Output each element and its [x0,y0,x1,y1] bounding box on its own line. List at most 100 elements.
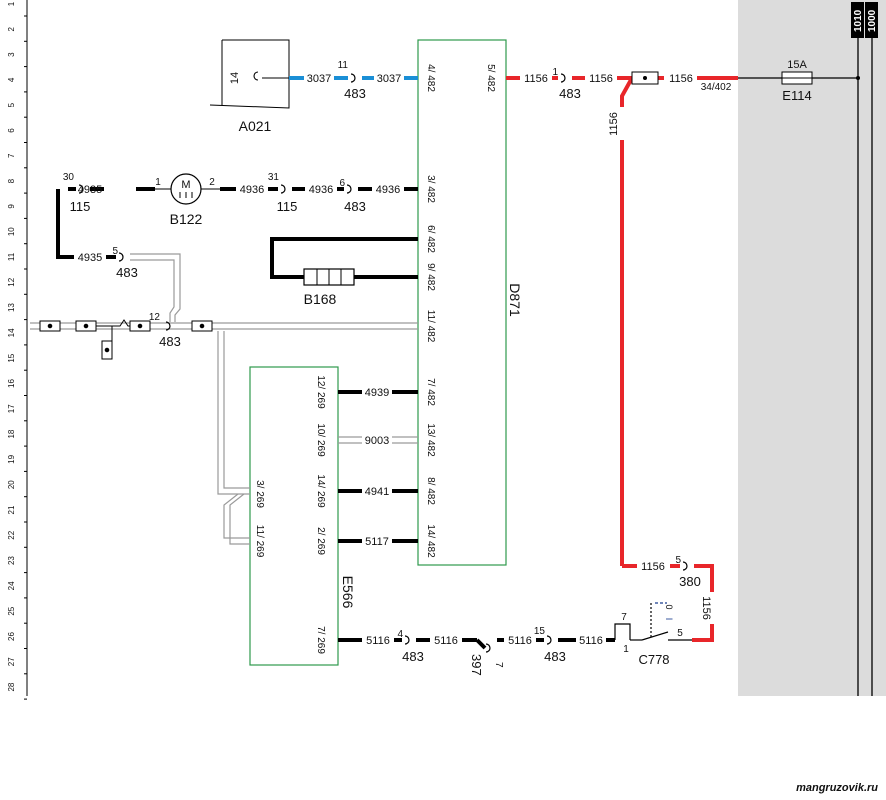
component-box-d871 [417,39,507,566]
wire-number-3037: 3037 [377,73,401,85]
e566-pin-label: 14/ 269 [315,474,326,508]
switch-pin-7: 7 [621,612,627,623]
row-number: 3 [7,52,16,57]
connector-pin: 4 [397,629,403,640]
component-box-a021 [209,39,290,109]
switch-pin-1: 1 [623,644,629,655]
connector-pin: 7 [493,662,504,668]
fuse-ref: 34/402 [701,82,732,93]
row-number: 19 [7,454,16,463]
wire-number-4936: 4936 [309,184,333,196]
connector-id: 483 [402,649,424,664]
row-number: 24 [7,581,16,590]
wire-number-1156: 1156 [524,73,548,85]
component-e114-name: E114 [782,88,811,103]
motor-b122: M [155,173,220,205]
connector-pin-symbol [280,184,286,194]
fuse-e114 [781,71,813,85]
connector-pin-symbol [682,561,688,571]
connector-pin: 1 [552,67,558,78]
wire-number-4936: 4936 [240,184,264,196]
wire-number-4935: 4935 [78,184,102,196]
wire-number-1156: 1156 [700,596,712,620]
row-number: 1 [7,1,16,6]
motor-pin-2: 2 [209,177,215,188]
switch-pin-5: 5 [677,628,683,639]
row-number: 22 [7,530,16,539]
row-number: 27 [7,657,16,666]
connector-id: 380 [679,574,701,589]
power-bus-panel [738,0,886,696]
wire-number-1156: 1156 [641,561,665,573]
connector-pin: 15 [534,626,546,637]
row-number: 15 [7,353,16,362]
component-a021-name: A021 [239,118,272,134]
connector-id: 397 [469,654,484,676]
switch-pos-0: 0 [664,604,674,609]
watermark: mangruzovik.ru [796,782,878,794]
wire-shielded-network [30,253,418,545]
row-number: 5 [7,102,16,107]
row-number: 23 [7,556,16,565]
d871-pin-label: 3/ 482 [425,175,436,203]
wire-number-4941: 4941 [365,486,389,498]
connector-id: 483 [344,86,366,101]
row-number: 4 [7,77,16,82]
d871-pin-label: 14/ 482 [425,524,436,558]
d871-pin-label: 11/ 482 [425,310,436,343]
fuse-rating: 15A [787,59,807,71]
row-number: 28 [7,682,16,691]
wire-number-1156: 1156 [669,73,693,85]
wire-number-4939: 4939 [365,387,389,399]
row-number: 18 [7,429,16,438]
d871-pin-label: 9/ 482 [425,263,436,291]
connector-symbols [78,73,688,653]
motor-symbol: M [181,179,190,191]
connector-pin: 31 [268,172,280,183]
component-a021-pin: 14 [229,72,241,84]
wire-number-5117: 5117 [365,536,389,548]
e566-pin-label: 11/ 269 [254,525,265,558]
wire-number-9003: 9003 [365,435,389,447]
row-number: 10 [7,227,16,236]
connector-pin-symbol [560,73,566,83]
connector-id: 483 [544,649,566,664]
connector-id: 115 [70,199,91,214]
row-number: 12 [7,277,16,286]
row-number: 13 [7,303,16,312]
d871-pin-label: 5/ 482 [485,64,496,92]
wire-black-network [56,187,615,650]
row-number: 8 [7,178,16,183]
e566-pin-label: 3/ 269 [254,480,265,508]
connector-pin-symbol [485,643,491,653]
bus-label-left: 1010 [853,9,864,32]
row-number: 14 [7,328,16,337]
d871-pin-label: 13/ 482 [425,423,436,457]
row-number: 21 [7,505,16,514]
d871-pin-label: 6/ 482 [425,225,436,253]
bus-label-right: 1000 [867,9,878,32]
motor-pin-1: 1 [155,177,161,188]
component-e566-name: E566 [340,576,356,609]
wire-number-3037: 3037 [307,73,331,85]
d871-pin-label: 7/ 482 [425,378,436,406]
wire-1156-network [506,76,738,642]
d871-pin-label: 8/ 482 [425,477,436,505]
row-number: 6 [7,128,16,133]
wire-number-5116: 5116 [579,635,603,647]
shield-splice-markers [39,320,213,360]
wire-number-5116: 5116 [366,635,390,647]
component-b122-name: B122 [170,211,203,227]
connector-pin-symbol [165,321,171,331]
wire-number-5116: 5116 [508,635,532,647]
row-number: 17 [7,404,16,413]
connector-id: 115 [277,199,298,214]
connector-pin: 30 [63,172,75,183]
switch-pos-1: I [664,618,674,621]
connector-id: 483 [116,265,138,280]
row-number: 25 [7,606,16,615]
row-number: 26 [7,632,16,641]
component-b168-name: B168 [304,291,337,307]
connector-pin-symbol [78,184,84,194]
